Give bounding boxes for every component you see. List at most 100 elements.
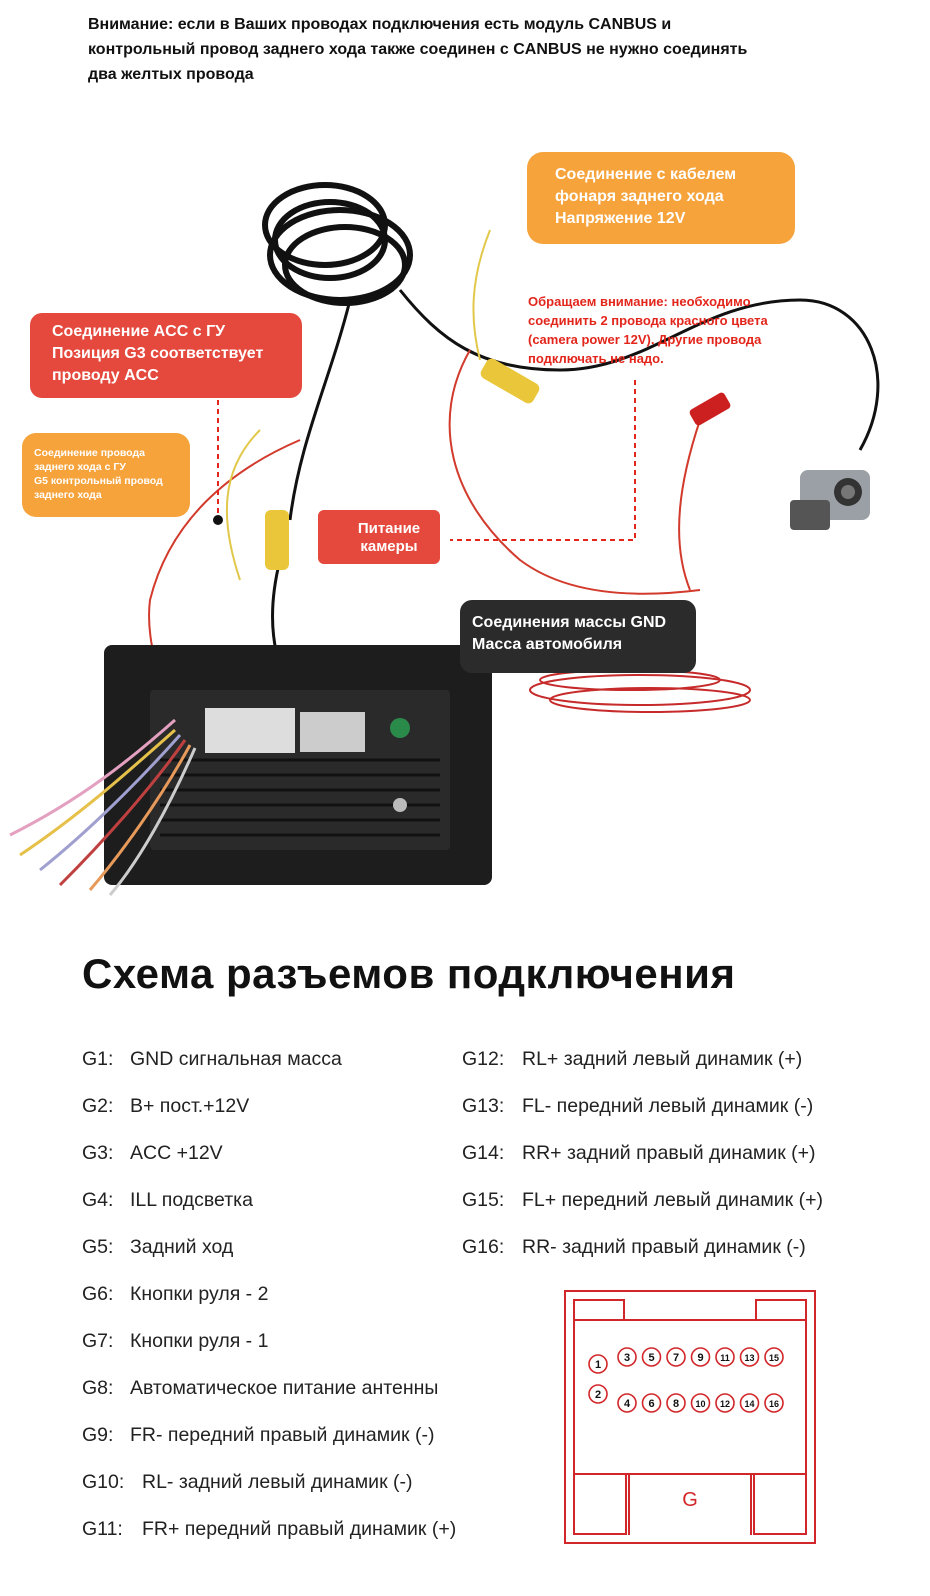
connector-pin — [690, 1347, 711, 1367]
callout-line: Напряжение 12V — [555, 210, 686, 227]
section-title: Схема разъемов подключения — [82, 950, 736, 997]
connector-pin — [641, 1347, 662, 1367]
red-note: Обращаем внимание: необходимо соединить … — [528, 292, 828, 368]
pin-row: G11: FR+ передний правый динамик (+) — [82, 1518, 456, 1541]
connector-pin-label: 13 — [744, 1353, 754, 1363]
callout-reverse: Соединение провода заднего хода с ГУ G5 … — [22, 433, 190, 517]
connector-pin — [715, 1393, 735, 1413]
callout-acc: Соединение ACC с ГУ Позиция G3 соответст… — [30, 313, 302, 398]
pin-code: G1: — [82, 1048, 114, 1070]
pin-desc: ACC +12V — [130, 1142, 223, 1164]
connector-outer — [564, 1290, 816, 1544]
pin-row: G9: FR- передний правый динамик (-) — [82, 1424, 434, 1447]
wiring-illustration — [9, 182, 880, 896]
pin-desc: RL+ задний левый динамик (+) — [522, 1048, 803, 1070]
pin-desc: Кнопки руля - 2 — [130, 1283, 269, 1305]
pin-row: G4:ILL подсветка — [82, 1189, 253, 1212]
connector-pin — [666, 1347, 686, 1367]
video-cable — [288, 299, 352, 521]
callout-ground: Соединения массы GND Масса автомобиля — [460, 600, 696, 673]
callout-rear-light: Соединение с кабелем фонаря заднего хода… — [527, 152, 795, 244]
head-unit — [104, 645, 492, 885]
pin-row: G2: B+ пост.+12V — [82, 1095, 249, 1118]
connector-pin-label: 7 — [673, 1352, 679, 1364]
callout-line: Соединения массы GND — [472, 614, 667, 631]
callout-line: Масса автомобиля — [472, 636, 623, 653]
connector-pin-label: 10 — [695, 1399, 705, 1409]
pin-row: G3:ACC +12V — [82, 1142, 223, 1165]
pin-row: G5:Задний ход — [82, 1236, 233, 1259]
pin-desc: RR+ задний правый динамик (+) — [522, 1142, 816, 1164]
connector-pin — [617, 1347, 637, 1367]
pin-row: G16:RR- задний правый динамик (-) — [462, 1236, 806, 1259]
pin-desc: FR- передний правый динамик (-) — [130, 1424, 435, 1446]
callout-line: G5 контрольный провод — [34, 475, 163, 487]
connector-pin — [588, 1384, 608, 1404]
connector-pin-label: 9 — [697, 1352, 703, 1364]
callout-line: Соединение с кабелем — [555, 166, 737, 183]
connector-pin-label: 14 — [744, 1399, 754, 1409]
connector-pin-label: 1 — [595, 1359, 601, 1371]
red-wire-a — [448, 349, 701, 595]
pin-code: G6: — [82, 1283, 114, 1305]
pin-desc: Автоматическое питание антенны — [130, 1377, 439, 1399]
connector-pin-label: 8 — [673, 1398, 679, 1410]
connector-pin-label: 11 — [720, 1353, 730, 1363]
connector-foot-right — [753, 1473, 807, 1535]
pin-code: G11: — [82, 1518, 123, 1540]
connector-pin — [690, 1393, 711, 1413]
cable-coil — [262, 182, 413, 306]
pin-desc: GND сигнальная масса — [130, 1048, 342, 1070]
connector-pin-label: 15 — [769, 1353, 779, 1363]
pin-row: G13:FL- передний левый динамик (-) — [462, 1095, 813, 1118]
rca-plug-side — [265, 510, 289, 570]
pin-code: G4: — [82, 1189, 114, 1211]
callout-camera-power: Питание камеры — [318, 510, 440, 564]
pin-desc: FL+ передний левый динамик (+) — [522, 1189, 823, 1211]
connector-label: G — [682, 1489, 698, 1511]
note-line: соединить 2 провода красного цвета — [528, 313, 768, 328]
callout-line: Питание — [357, 520, 421, 537]
rca-plug-top — [480, 358, 540, 404]
pin-code: G8: — [82, 1377, 114, 1399]
rear-camera — [790, 470, 870, 530]
guide-line — [450, 380, 636, 541]
connector-key — [628, 1474, 752, 1535]
pin-code: G7: — [82, 1330, 114, 1352]
pin-row: G1: GND сигнальная масса — [82, 1048, 342, 1071]
callout-line: Соединение ACC с ГУ — [52, 323, 226, 340]
connector-pin — [588, 1354, 608, 1374]
connector-latch-left — [573, 1299, 625, 1321]
pin-code: G10: — [82, 1471, 125, 1493]
pin-row: G7:Кнопки руля - 1 — [82, 1330, 268, 1353]
connector-foot-left — [573, 1473, 627, 1535]
pin-desc: B+ пост.+12V — [130, 1095, 250, 1117]
note-line: подключать не надо. — [528, 351, 664, 366]
pin-code: G9: — [82, 1424, 114, 1446]
pin-code: G14: — [462, 1142, 505, 1164]
connector-pin-label: 2 — [595, 1389, 601, 1401]
pin-desc: FR+ передний правый динамик (+) — [142, 1518, 457, 1540]
connector-pin-label: 6 — [648, 1398, 654, 1410]
pin-code: G13: — [462, 1095, 505, 1117]
connector-latch-right — [755, 1299, 807, 1321]
wire-harness — [9, 718, 197, 896]
pin-code: G15: — [462, 1189, 505, 1211]
red-wire-c — [678, 419, 701, 591]
pin-row: G15: FL+ передний левый динамик (+) — [462, 1189, 823, 1212]
pin-code: G12: — [462, 1048, 505, 1070]
red-plug — [689, 392, 731, 426]
connector-pin — [764, 1393, 784, 1413]
callout-line: заднего хода с ГУ — [34, 461, 126, 473]
connector-pin — [715, 1347, 735, 1367]
pin-row: G6: Кнопки руля - 2 — [82, 1283, 268, 1306]
pin-row: G8: Автоматическое питание антенны — [82, 1377, 438, 1400]
pin-code: G2: — [82, 1095, 114, 1117]
connector-pin — [764, 1347, 784, 1367]
callout-line: Позиция G3 соответствует — [52, 345, 264, 362]
ground-cable-loops — [529, 669, 751, 713]
callout-line: проводу ACC — [52, 367, 159, 384]
connector-pin — [641, 1393, 662, 1413]
connector-pin-label: 3 — [624, 1352, 630, 1364]
